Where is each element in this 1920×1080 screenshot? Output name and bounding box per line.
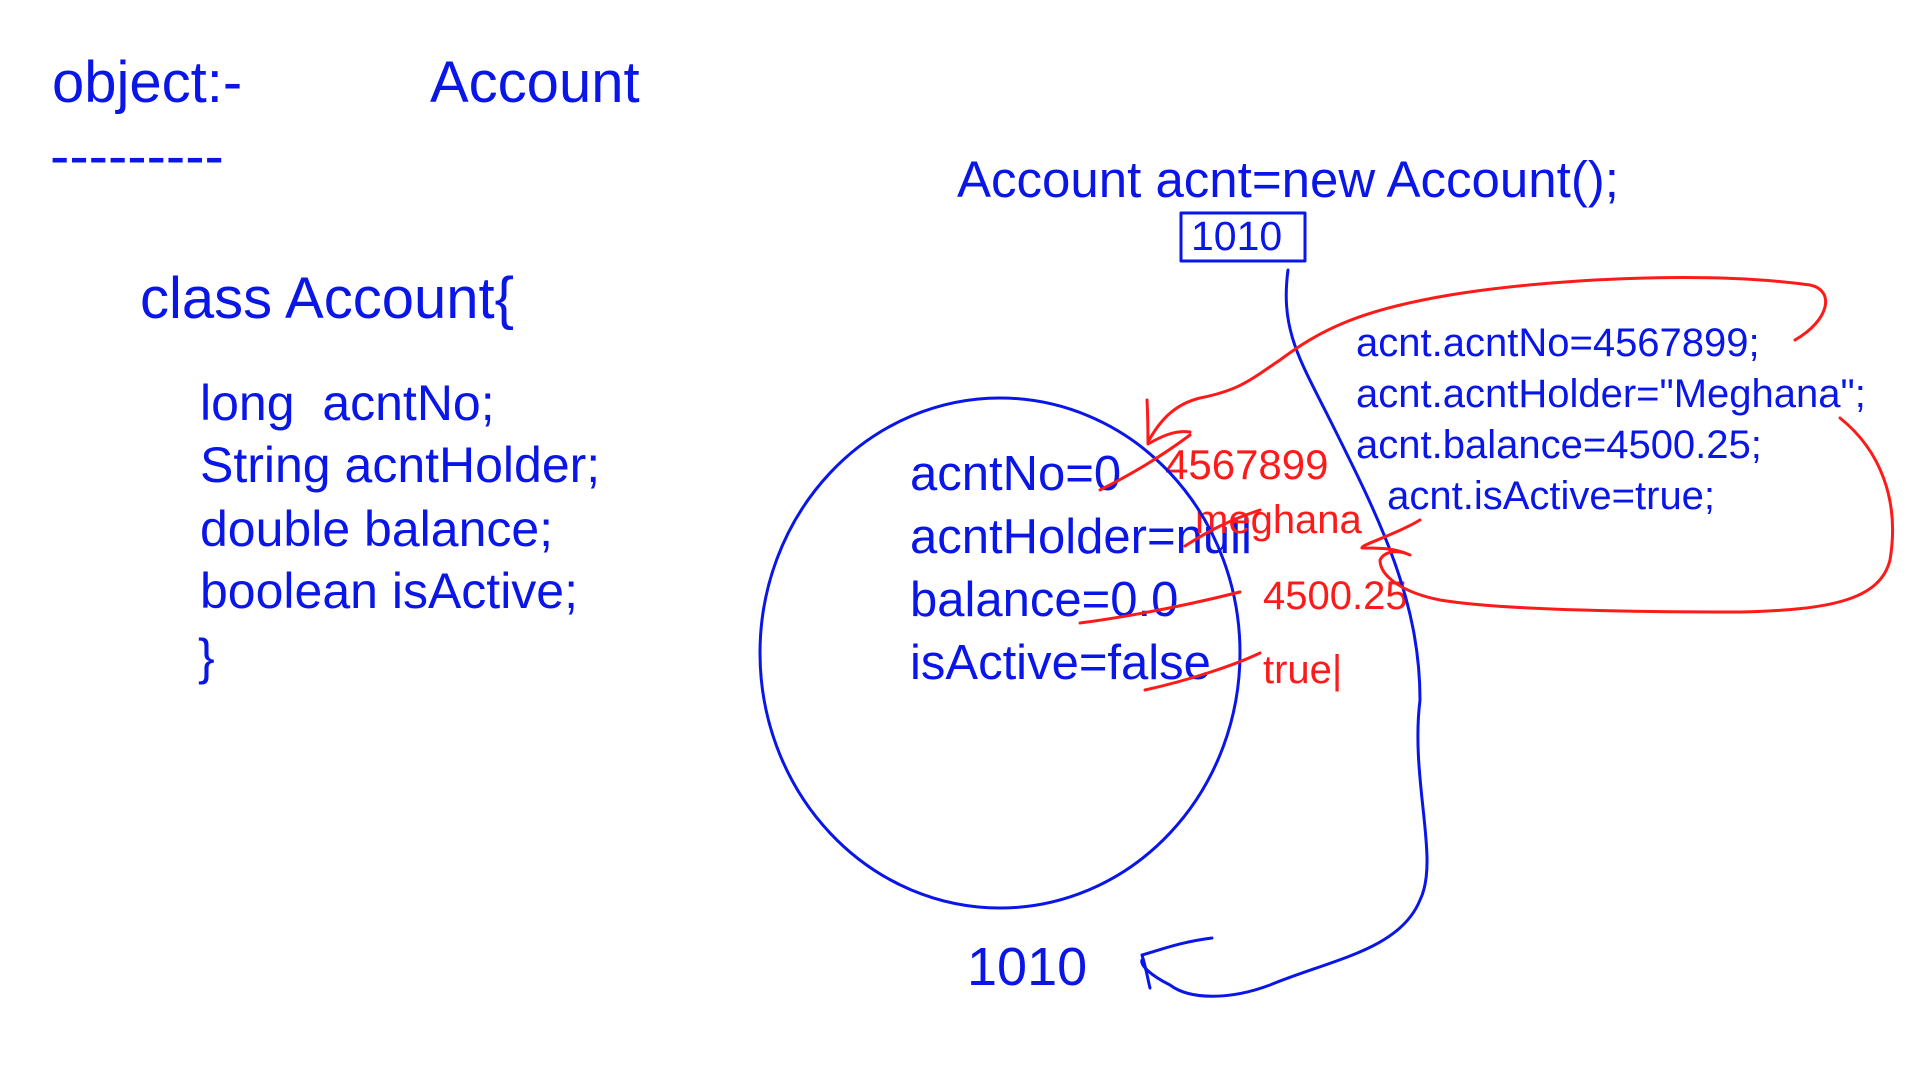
reference-arrow	[1140, 268, 1429, 998]
object-heading: object:-	[52, 50, 243, 115]
reference-box	[1179, 211, 1307, 263]
object-address: 1010	[967, 937, 1088, 997]
account-heading: Account	[430, 50, 640, 115]
new-value-acntno: 4567899	[1165, 441, 1329, 488]
assignment-isactive: acnt.isActive=true;	[1376, 474, 1716, 518]
field-balance: double balance;	[200, 501, 554, 557]
field-acntholder: String acntHolder;	[200, 437, 601, 493]
default-isactive: isActive=false	[910, 636, 1211, 690]
strike-balance	[1078, 590, 1242, 625]
new-value-isactive: true|	[1263, 648, 1343, 692]
assignment-loop-arrowhead	[1145, 398, 1192, 446]
assignment-loop	[1146, 276, 1828, 444]
new-value-acntholder: meghana	[1195, 498, 1362, 542]
creation-statement: Account acnt=new Account();	[957, 151, 1619, 208]
object-circle	[758, 396, 1242, 910]
class-declaration: class Account{	[140, 266, 514, 331]
default-balance: balance=0.0	[910, 573, 1179, 627]
class-closing-brace: }	[198, 629, 215, 685]
assignment-balance: acnt.balance=4500.25;	[1356, 423, 1762, 467]
field-acntno: long acntNo;	[200, 375, 495, 431]
strike-isactive	[1143, 651, 1262, 692]
default-acntholder: acntHolder=null	[910, 510, 1252, 564]
default-acntno: acntNo=0	[910, 447, 1122, 501]
field-isactive: boolean isActive;	[200, 563, 579, 619]
heading-underline: ---------	[50, 124, 224, 189]
balance-loop	[1360, 416, 1895, 614]
strike-acntholder	[1183, 508, 1262, 548]
strike-acntno	[1098, 433, 1192, 492]
new-value-balance: 4500.25	[1263, 574, 1408, 618]
assignment-acntholder: acnt.acntHolder="Meghana";	[1356, 372, 1866, 416]
reference-arrowhead	[1140, 936, 1214, 990]
reference-value: 1010	[1191, 213, 1283, 259]
assignment-acntno: acnt.acntNo=4567899;	[1356, 321, 1760, 365]
